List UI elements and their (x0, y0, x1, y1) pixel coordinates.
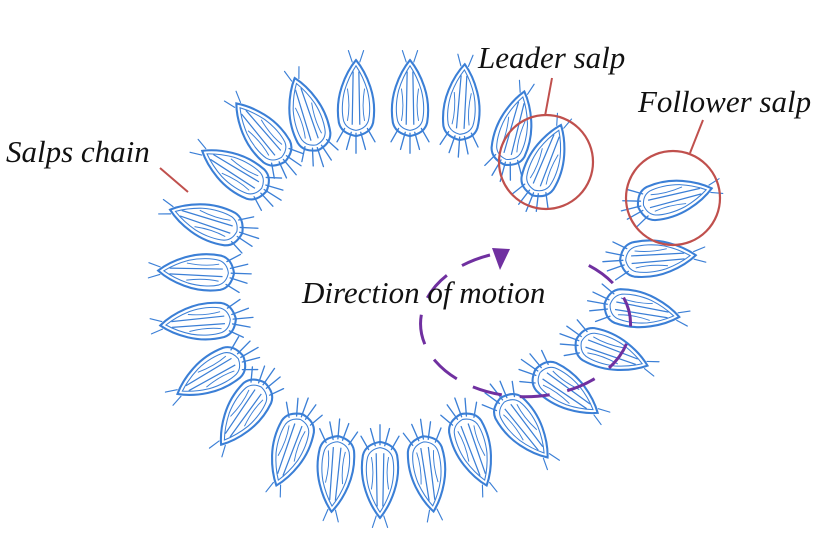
salp-icon (310, 416, 360, 524)
salps-chain-callout: Salps chain (6, 134, 189, 193)
salp-icon (435, 390, 509, 502)
salp-icon (474, 371, 570, 478)
direction-of-motion-label: Direction of motion (301, 275, 545, 310)
follower-salp-label: Follower salp (637, 84, 811, 119)
follower-salp-highlight-circle (624, 149, 722, 247)
salp-icon (400, 415, 455, 525)
salp-icon (389, 49, 431, 155)
salp-icon (254, 390, 328, 502)
leader-salp-label: Leader salp (477, 40, 625, 75)
leader-salp-leader-line (544, 77, 553, 117)
salp-icon (509, 342, 618, 435)
follower-salp-leader-line (689, 119, 704, 154)
follower-salp-callout: Follower salp (624, 84, 811, 247)
follower-salp-icon (615, 166, 727, 231)
salp-icon (480, 76, 547, 188)
salp-icon (148, 297, 256, 347)
arrowhead-icon (492, 248, 510, 270)
salp-icon (335, 49, 377, 155)
leader-salp-callout: Leader salp (477, 40, 625, 211)
salp-icon (146, 250, 253, 294)
circular-dashed-arrow-icon (419, 253, 633, 399)
salps-chain-label: Salps chain (6, 134, 150, 169)
salp-icon (359, 423, 401, 529)
salp-icon (272, 62, 343, 174)
salps-chain-leader-line (159, 167, 189, 193)
direction-of-motion-arrow (419, 248, 633, 399)
